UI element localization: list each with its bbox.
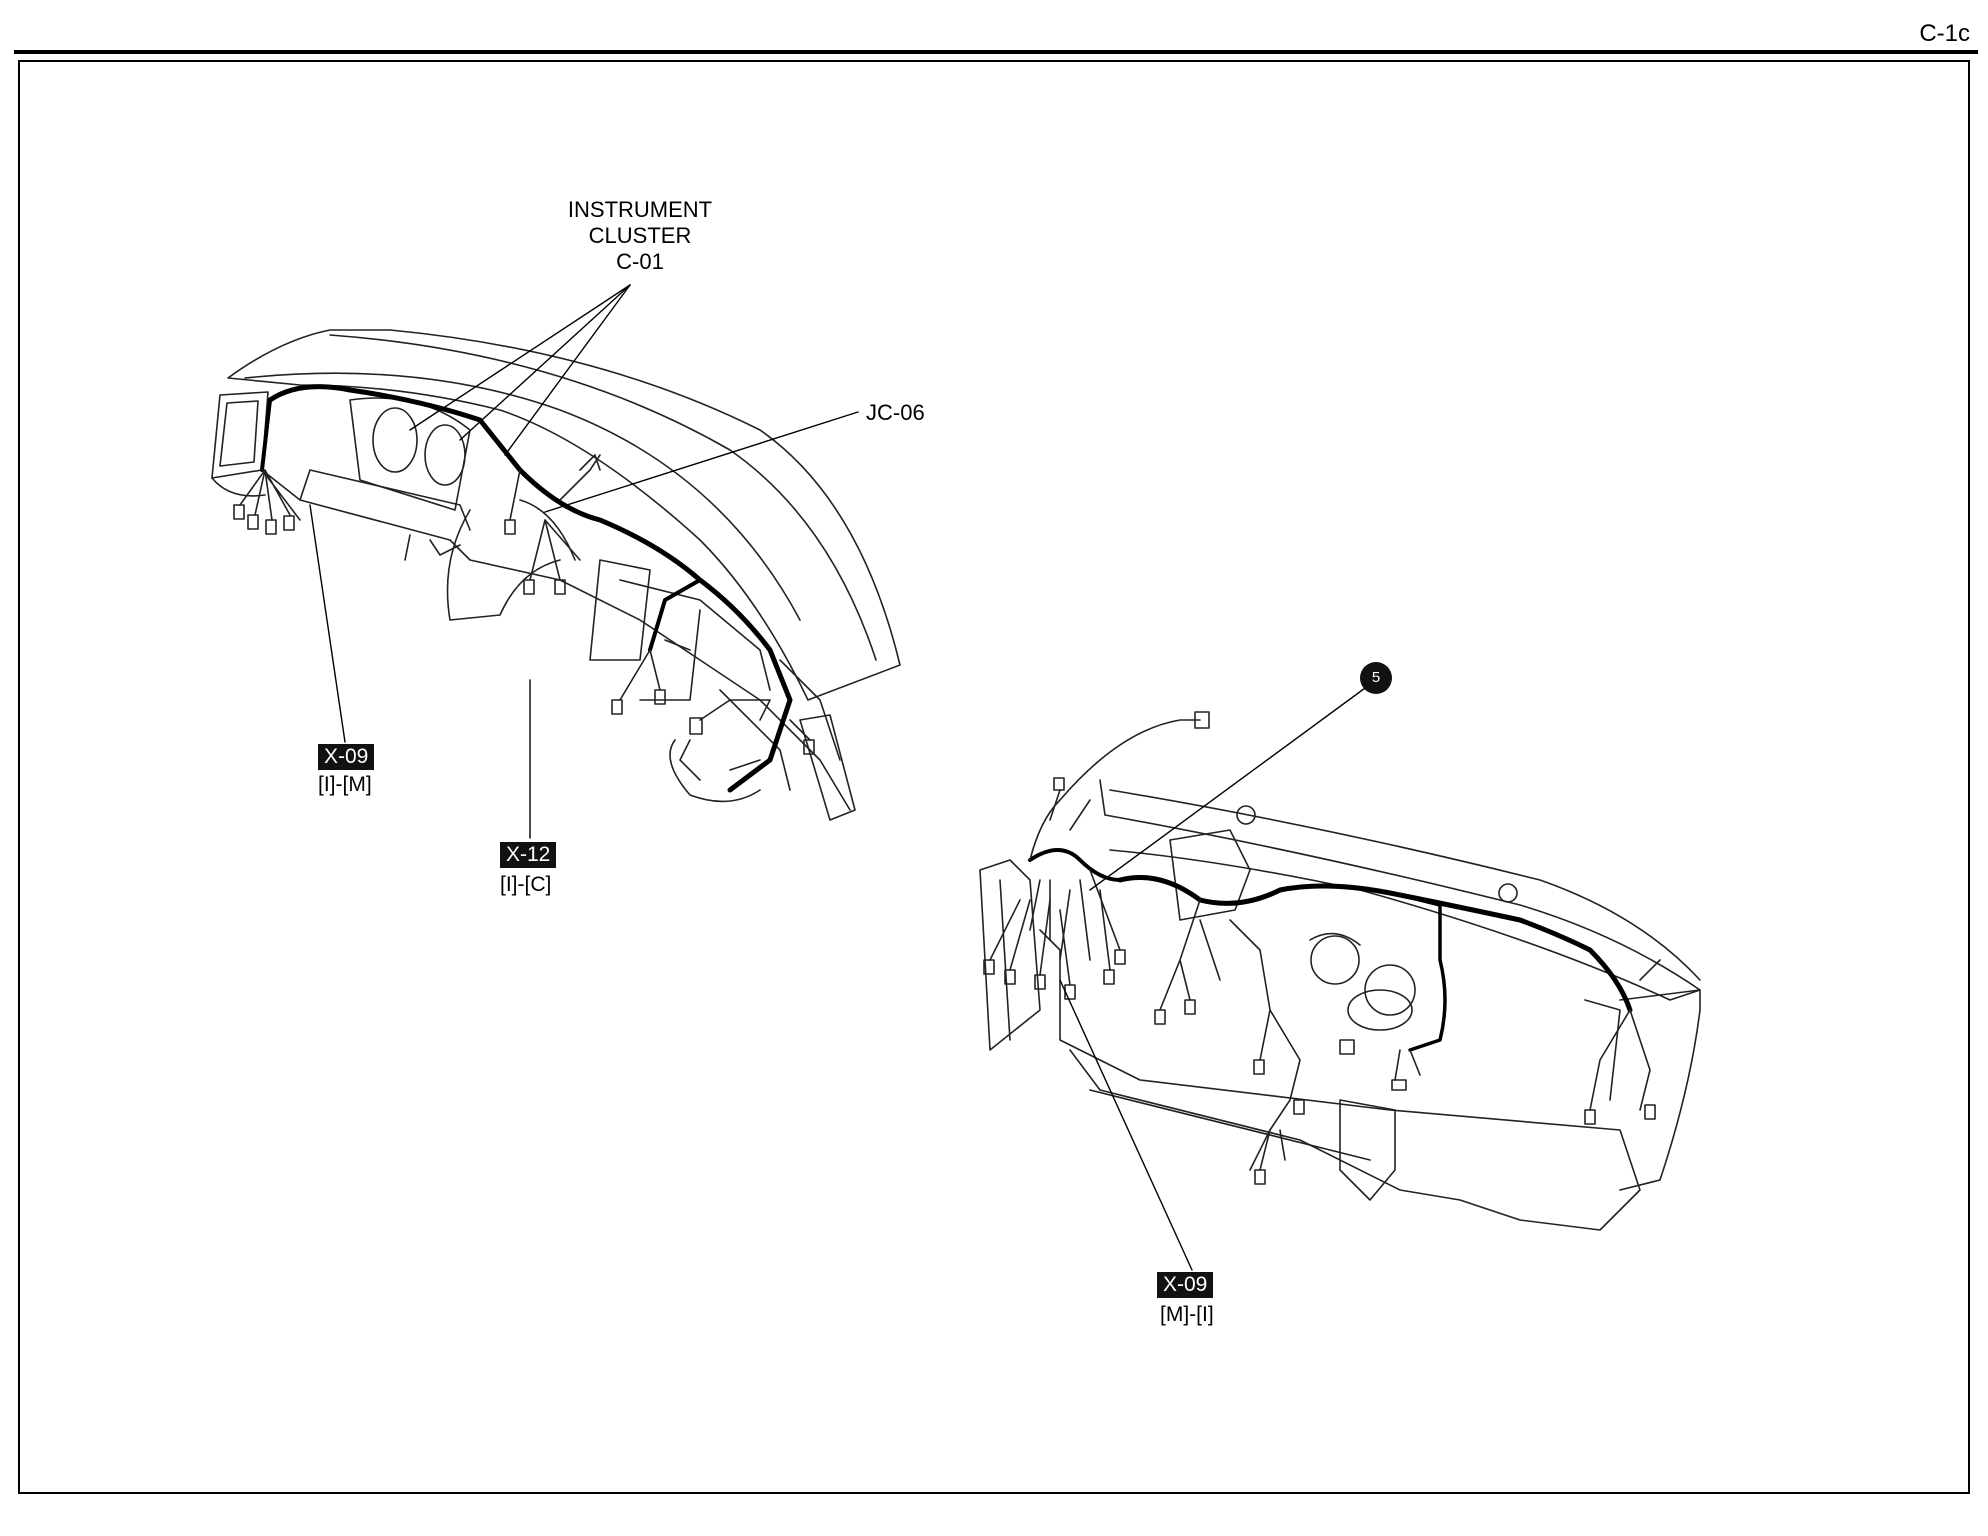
dashboard-rear-view bbox=[979, 711, 1701, 1231]
dashboard-front-view bbox=[211, 329, 901, 821]
x12-ref: [I]-[C] bbox=[500, 873, 552, 896]
x09-right-tag: X-09 bbox=[1157, 1272, 1214, 1298]
callout-badge: 5 bbox=[1360, 662, 1392, 694]
header-rule bbox=[14, 50, 1978, 54]
x09-left-tag: X-09 bbox=[318, 744, 375, 770]
instrument-cluster-line2: CLUSTER bbox=[588, 223, 692, 248]
instrument-cluster-line1: INSTRUMENT bbox=[567, 197, 713, 222]
x09-right-ref: [M]-[I] bbox=[1160, 1303, 1214, 1326]
jc06-label: JC-06 bbox=[866, 400, 925, 425]
x09-left-ref: [I]-[M] bbox=[318, 773, 372, 796]
leader-lines bbox=[309, 284, 1377, 1271]
x12-tag: X-12 bbox=[500, 842, 557, 868]
page-code: C-1c bbox=[1919, 20, 1970, 47]
instrument-cluster-code: C-01 bbox=[616, 249, 664, 274]
diagram-frame bbox=[18, 60, 1970, 1494]
instrument-cluster-callout: INSTRUMENT CLUSTER C-01 bbox=[540, 197, 740, 275]
